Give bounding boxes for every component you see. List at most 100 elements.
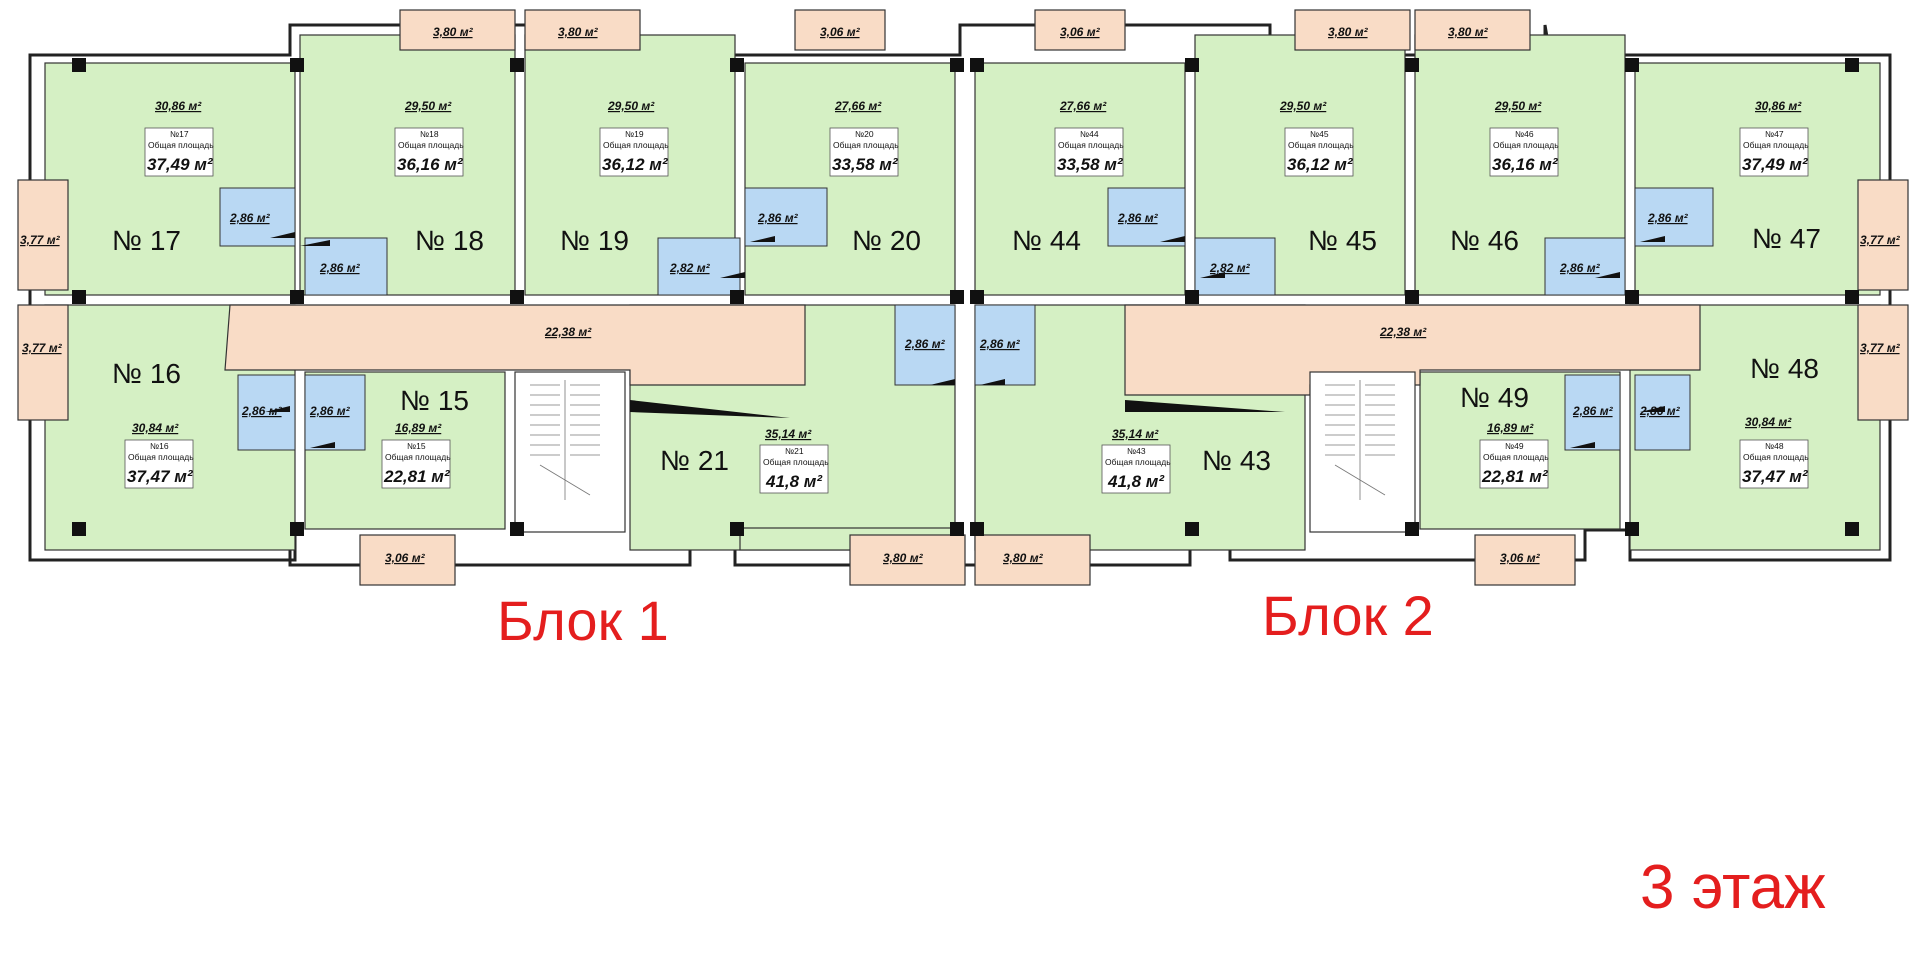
- bath-label-43: 2,86 м²: [979, 337, 1021, 351]
- bath-48: [1634, 374, 1691, 451]
- info-box-46: №46 Общая площадь 36,16 м²: [1489, 127, 1559, 177]
- info-total-43: 41,8 м²: [1107, 472, 1165, 491]
- living-49: 16,89 м²: [1487, 421, 1534, 435]
- block-label-2: Блок 2: [1262, 584, 1434, 647]
- info-num-21: №21: [785, 446, 804, 456]
- balcony-label-44: 3,06 м²: [1060, 25, 1101, 39]
- info-num-43: №43: [1127, 446, 1146, 456]
- info-caption-48: Общая площадь: [1743, 452, 1809, 462]
- info-num-16: №16: [150, 441, 169, 451]
- stairs-block-1: [530, 380, 600, 500]
- balcony-19: [524, 9, 641, 51]
- balcony-label-16: 3,77 м²: [22, 341, 63, 355]
- balcony-46: [1414, 9, 1531, 51]
- bath-label-49: 2,86 м²: [1572, 404, 1614, 418]
- info-num-15: №15: [407, 441, 426, 451]
- living-47: 30,86 м²: [1755, 99, 1802, 113]
- bath-45: [1194, 237, 1276, 296]
- info-caption-15: Общая площадь: [385, 452, 451, 462]
- stairwell-block-2: [1309, 371, 1416, 533]
- living-46: 29,50 м²: [1494, 99, 1542, 113]
- balcony-49: [1474, 534, 1576, 586]
- info-total-44: 33,58 м²: [1057, 155, 1124, 174]
- bath-label-15: 2,86 м²: [309, 404, 351, 418]
- bath-15: [304, 374, 366, 451]
- balcony-48: [1857, 304, 1909, 421]
- living-15: 16,89 м²: [395, 421, 442, 435]
- room-44: [974, 62, 1186, 296]
- doors: [265, 232, 1665, 448]
- bath-label-21: 2,86 м²: [904, 337, 946, 351]
- living-45: 29,50 м²: [1279, 99, 1327, 113]
- balcony-label-18: 3,80 м²: [433, 25, 474, 39]
- balcony-17: [17, 179, 69, 291]
- bath-label-17: 2,86 м²: [229, 211, 271, 225]
- info-num-17: №17: [170, 129, 189, 139]
- info-num-46: №46: [1515, 129, 1534, 139]
- bath-label-44: 2,86 м²: [1117, 211, 1159, 225]
- info-caption-47: Общая площадь: [1743, 140, 1809, 150]
- apt-label-18: № 18: [415, 225, 484, 256]
- living-16: 30,84 м²: [132, 421, 179, 435]
- info-total-47: 37,49 м²: [1742, 155, 1809, 174]
- living-43: 35,14 м²: [1112, 427, 1159, 441]
- bath-46: [1544, 237, 1626, 296]
- info-caption-49: Общая площадь: [1483, 452, 1549, 462]
- apt-label-48: № 48: [1750, 353, 1819, 384]
- apt-label-21: № 21: [660, 445, 729, 476]
- bath-label-18: 2,86 м²: [319, 261, 361, 275]
- living-21: 35,14 м²: [765, 427, 812, 441]
- info-caption-44: Общая площадь: [1058, 140, 1124, 150]
- balcony-43: [974, 534, 1091, 586]
- info-num-49: №49: [1505, 441, 1524, 451]
- info-num-47: №47: [1765, 129, 1784, 139]
- apt-label-44: № 44: [1012, 225, 1081, 256]
- living-17: 30,86 м²: [155, 99, 202, 113]
- info-box-45: №45 Общая площадь 36,12 м²: [1284, 127, 1354, 177]
- apt-label-45: № 45: [1308, 225, 1377, 256]
- info-total-49: 22,81 м²: [1481, 467, 1549, 486]
- balcony-47: [1857, 179, 1909, 291]
- living-44: 27,66 м²: [1059, 99, 1107, 113]
- bath-20: [744, 187, 828, 247]
- balcony-label-19: 3,80 м²: [558, 25, 599, 39]
- living-18: 29,50 м²: [404, 99, 452, 113]
- bath-label-48: 2,86 м²: [1639, 404, 1681, 418]
- corridor-label-1: 22,38 м²: [544, 325, 592, 339]
- apt-label-47: № 47: [1752, 223, 1821, 254]
- balcony-label-47: 3,77 м²: [1860, 233, 1901, 247]
- info-num-19: №19: [625, 129, 644, 139]
- bath-label-19: 2,82 м²: [669, 261, 711, 275]
- info-total-17: 37,49 м²: [147, 155, 214, 174]
- room-47: [1634, 62, 1881, 296]
- balcony-label-43: 3,80 м²: [1003, 551, 1044, 565]
- info-caption-46: Общая площадь: [1493, 140, 1559, 150]
- balcony-label-45: 3,80 м²: [1328, 25, 1369, 39]
- floor-label: 3 этаж: [1640, 853, 1826, 922]
- info-caption-18: Общая площадь: [398, 140, 464, 150]
- info-box-17: №17 Общая площадь 37,49 м²: [144, 127, 214, 177]
- info-caption-20: Общая площадь: [833, 140, 899, 150]
- info-total-18: 36,16 м²: [397, 155, 464, 174]
- info-total-16: 37,47 м²: [127, 467, 194, 486]
- balcony-45: [1294, 9, 1411, 51]
- balcony-label-15: 3,06 м²: [385, 551, 426, 565]
- balcony-label-17: 3,77 м²: [20, 233, 61, 247]
- balcony-15: [359, 534, 456, 586]
- apt-label-16: № 16: [112, 358, 181, 389]
- info-total-45: 36,12 м²: [1287, 155, 1354, 174]
- apt-label-49: № 49: [1460, 382, 1529, 413]
- info-total-19: 36,12 м²: [602, 155, 669, 174]
- bath-label-47: 2,86 м²: [1647, 211, 1689, 225]
- bath-18: [304, 237, 388, 296]
- info-box-20: №20 Общая площадь 33,58 м²: [829, 127, 899, 177]
- room-17: [44, 62, 296, 296]
- info-caption-16: Общая площадь: [128, 452, 194, 462]
- apt-label-17: № 17: [112, 225, 181, 256]
- block-label-1: Блок 1: [497, 589, 669, 652]
- info-box-19: №19 Общая площадь 36,12 м²: [599, 127, 669, 177]
- living-48: 30,84 м²: [1745, 415, 1792, 429]
- info-box-16: №16 Общая площадь 37,47 м²: [124, 439, 194, 489]
- bath-44: [1107, 187, 1186, 247]
- info-num-45: №45: [1310, 129, 1329, 139]
